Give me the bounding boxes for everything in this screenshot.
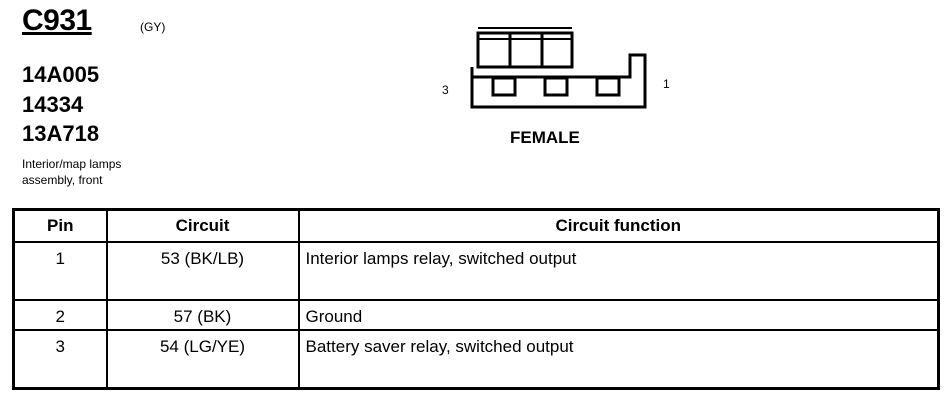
connector-description: Interior/map lamps assembly, front — [22, 156, 222, 188]
table-row: 1 53 (BK/LB) Interior lamps relay, switc… — [12, 241, 940, 301]
row-circuit: 53 (BK/LB) — [105, 241, 300, 301]
pin-label-right: 1 — [663, 77, 670, 91]
pin-cavity-2 — [543, 76, 569, 97]
row-function: Ground — [297, 299, 940, 331]
connector-gender: FEMALE — [510, 128, 580, 147]
connector-latch-body — [476, 31, 574, 69]
header-circuit: Circuit — [105, 208, 300, 243]
connector-face-drawing — [470, 27, 647, 109]
row-function: Interior lamps relay, switched output — [297, 241, 940, 301]
connector-diagram: 3 1 — [430, 15, 680, 115]
connector-id: C931 — [22, 4, 92, 37]
table-header-row: Pin Circuit Circuit function — [12, 208, 940, 243]
part-number-3: 13A718 — [22, 121, 100, 146]
header-function: Circuit function — [297, 208, 940, 243]
description-line-1: Interior/map lamps — [22, 157, 122, 171]
row-circuit: 54 (LG/YE) — [105, 329, 300, 390]
table-row: 3 54 (LG/YE) Battery saver relay, switch… — [12, 329, 940, 390]
row-pin: 3 — [12, 329, 108, 390]
row-pin: 2 — [12, 299, 108, 331]
table-row: 2 57 (BK) Ground — [12, 299, 940, 331]
part-number-1: 14A005 — [22, 62, 100, 87]
pin-cavity-1 — [595, 76, 621, 97]
header-pin: Pin — [12, 208, 108, 243]
pin-table: Pin Circuit Circuit function 1 53 (BK/LB… — [12, 208, 940, 390]
connector-housing-outline — [470, 53, 647, 109]
description-line-2: assembly, front — [22, 173, 103, 187]
pin-label-left: 3 — [442, 83, 449, 97]
row-circuit: 57 (BK) — [105, 299, 300, 331]
color-code: (GY) — [140, 20, 166, 34]
part-number-2: 14334 — [22, 92, 84, 117]
row-function: Battery saver relay, switched output — [297, 329, 940, 390]
row-pin: 1 — [12, 241, 108, 301]
pin-cavity-3 — [491, 76, 517, 97]
